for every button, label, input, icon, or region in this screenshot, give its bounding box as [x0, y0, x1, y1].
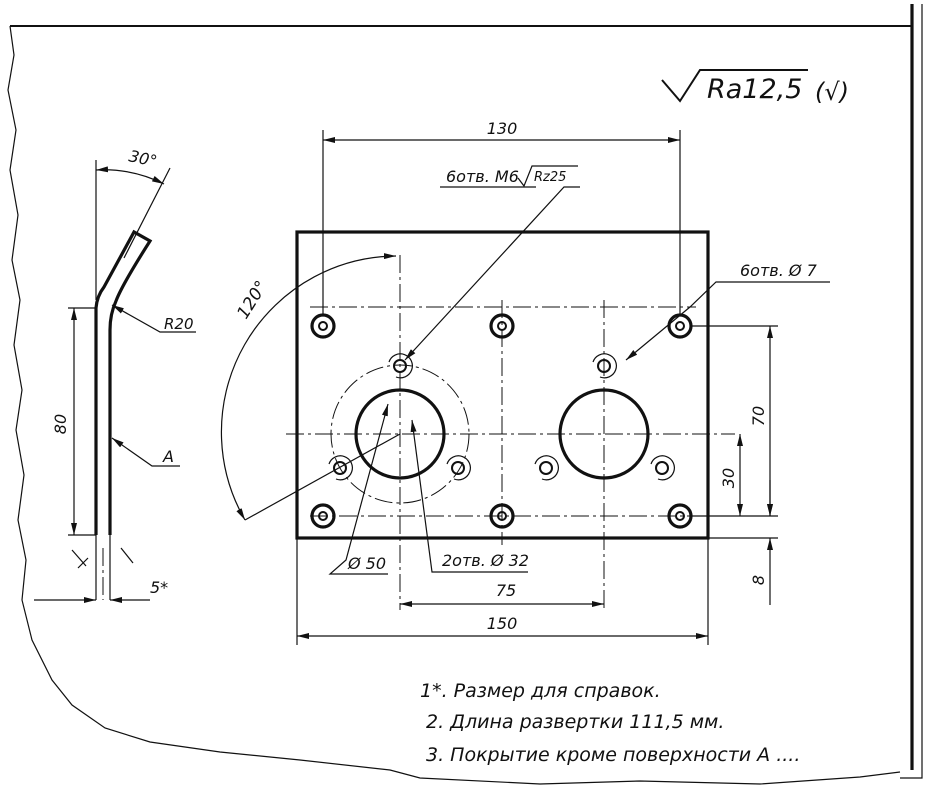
surface-a-label: A [162, 447, 174, 466]
notes: 1*. Размер для справок. 2. Длина разверт… [420, 680, 800, 766]
bore-32-right [558, 388, 650, 480]
label-rz25: Rz25 [534, 170, 566, 185]
roughness-suffix: (√) [815, 78, 849, 106]
note-1: 1*. Размер для справок. [420, 680, 661, 702]
label-m6-holes: 6отв. M6 [446, 167, 519, 186]
dim-angle-30: 30° [127, 146, 159, 170]
label-holes-32: 2отв. Ø 32 [442, 551, 529, 570]
dim-150: 150 [487, 614, 518, 633]
side-view: 80 30° R20 A 5* [34, 146, 196, 603]
dim-80: 80 [51, 414, 70, 434]
dim-thickness: 5* [150, 578, 168, 597]
note-3: 3. Покрытие кроме поверхности А .... [426, 744, 800, 766]
sheet-border [7, 4, 923, 785]
dim-8: 8 [749, 575, 768, 585]
roughness-symbol: Ra12,5 (√) [661, 69, 849, 106]
label-dia-50: Ø 50 [347, 554, 386, 573]
dim-r20: R20 [164, 315, 194, 333]
front-view: 130 6отв. M6 Rz25 120° 6отв. Ø 7 70 30 8… [220, 119, 830, 645]
dim-30: 30 [719, 468, 738, 488]
note-2: 2. Длина развертки 111,5 мм. [426, 711, 724, 733]
roughness-main: Ra12,5 [707, 74, 802, 105]
dim-75: 75 [496, 581, 516, 600]
dim-70: 70 [749, 406, 768, 426]
dim-130: 130 [487, 119, 518, 138]
dim-angle-120: 120° [233, 277, 272, 322]
label-holes-7: 6отв. Ø 7 [740, 261, 818, 280]
